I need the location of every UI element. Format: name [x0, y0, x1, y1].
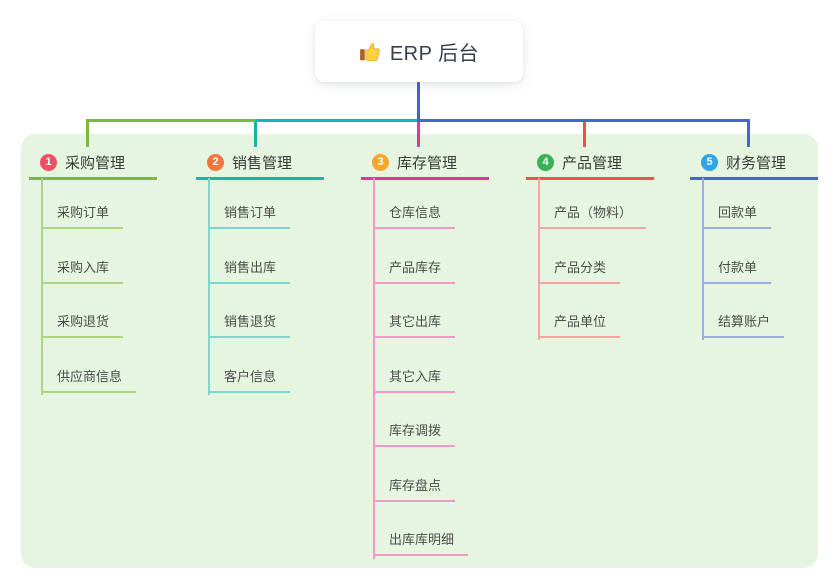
- branch-header-finance[interactable]: 5 财务管理: [690, 147, 818, 180]
- node-item[interactable]: 采购订单: [41, 204, 124, 229]
- node-item[interactable]: 其它入库: [373, 368, 456, 393]
- branch-product: 4 产品管理 产品（物料） 产品分类 产品单位: [526, 0, 691, 588]
- branch-number-badge: 5: [701, 153, 718, 171]
- node-item[interactable]: 供应商信息: [41, 368, 137, 393]
- branch-header-product[interactable]: 4 产品管理: [526, 147, 654, 180]
- branch-header-purchase[interactable]: 1 采购管理: [29, 147, 157, 180]
- branch-finance: 5 财务管理 回款单 付款单 结算账户: [690, 0, 839, 588]
- node-item[interactable]: 库存调拨: [373, 422, 456, 447]
- node-item[interactable]: 采购入库: [41, 259, 124, 284]
- node-item[interactable]: 回款单: [702, 204, 772, 229]
- branch-purchase: 1 采购管理 采购订单 采购入库 采购退货 供应商信息: [29, 0, 194, 588]
- node-item[interactable]: 产品库存: [373, 259, 456, 284]
- branch-number-badge: 4: [537, 153, 554, 171]
- branch-number-badge: 2: [207, 153, 224, 171]
- node-item[interactable]: 产品（物料）: [538, 204, 647, 229]
- node-item[interactable]: 客户信息: [208, 368, 291, 393]
- branch-spine: [41, 178, 43, 395]
- branch-label: 财务管理: [726, 154, 787, 172]
- branch-spine: [373, 178, 375, 559]
- root-label: ERP 后台: [389, 43, 480, 65]
- node-item[interactable]: 出库库明细: [373, 531, 469, 556]
- mindmap-panel: [21, 134, 818, 568]
- root-node[interactable]: ERP 后台: [315, 21, 523, 82]
- node-item[interactable]: 产品分类: [538, 259, 621, 284]
- branch-label: 销售管理: [232, 154, 293, 172]
- branch-label: 采购管理: [65, 154, 126, 172]
- node-item[interactable]: 其它出库: [373, 313, 456, 338]
- branch-label: 产品管理: [562, 154, 623, 172]
- branch-spine: [702, 178, 704, 340]
- branch-sales: 2 销售管理 销售订单 销售出库 销售退货 客户信息: [196, 0, 361, 588]
- node-item[interactable]: 采购退货: [41, 313, 124, 338]
- branch-number-badge: 1: [40, 153, 57, 171]
- node-item[interactable]: 产品单位: [538, 313, 621, 338]
- branch-inventory: 3 库存管理 仓库信息 产品库存 其它出库 其它入库 库存调拨 库存盘点 出库库…: [361, 0, 526, 588]
- branch-spine: [538, 178, 540, 340]
- node-item[interactable]: 销售出库: [208, 259, 291, 284]
- thumbs-up-icon: [359, 42, 380, 61]
- node-item[interactable]: 结算账户: [702, 313, 785, 338]
- branch-label: 库存管理: [397, 154, 458, 172]
- branch-header-sales[interactable]: 2 销售管理: [196, 147, 324, 180]
- branch-spine: [208, 178, 210, 395]
- branch-number-badge: 3: [372, 153, 389, 171]
- branch-header-inventory[interactable]: 3 库存管理: [361, 147, 489, 180]
- node-item[interactable]: 库存盘点: [373, 477, 456, 502]
- node-item[interactable]: 销售订单: [208, 204, 291, 229]
- node-item[interactable]: 付款单: [702, 259, 772, 284]
- node-item[interactable]: 销售退货: [208, 313, 291, 338]
- node-item[interactable]: 仓库信息: [373, 204, 456, 229]
